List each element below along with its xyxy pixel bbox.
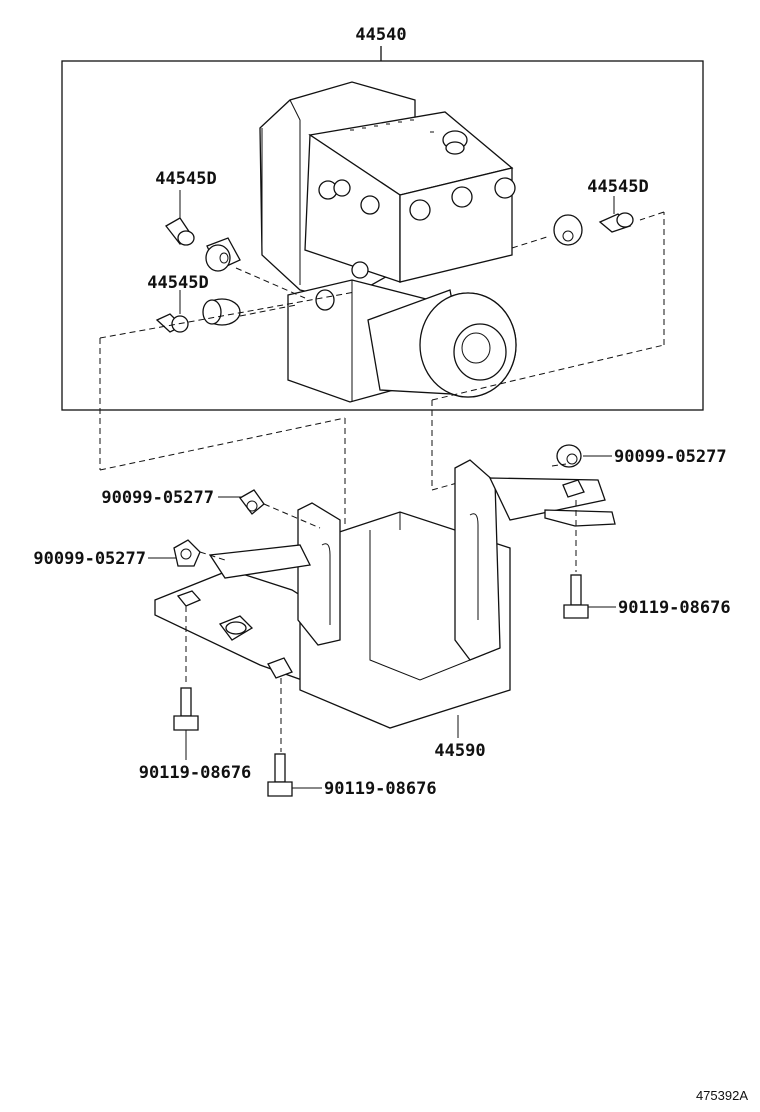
collar-bolt-lower-left [155,290,189,333]
cushion-right [553,214,583,246]
nut-left-upper [239,489,265,515]
label-nut-left-lower: 90099-05277 [33,549,146,569]
label-seal-upper-left: 44545D [155,169,216,189]
abs-actuator-body [259,81,517,403]
label-nut-right: 90099-05277 [614,447,727,467]
bracket-44590 [154,459,616,729]
label-actuator-assembly: 44540 [355,25,406,45]
cushion-upper-left [205,237,241,272]
assembly-frame [61,60,704,411]
bolt-left [173,687,199,731]
label-seal-right: 44545D [587,177,648,197]
cushion-lower-left [202,298,241,326]
collar-bolt-upper-left [165,190,195,246]
nut-right [556,444,582,468]
nut-left-lower [173,539,201,567]
label-bolt-center: 90119-08676 [324,779,437,799]
figure-id: 475392A [696,1088,748,1103]
collar-bolt-right [598,196,634,233]
label-nut-left-upper: 90099-05277 [101,488,214,508]
label-bolt-left: 90119-08676 [139,763,252,783]
bolt-center [267,753,293,797]
label-seal-lower-left: 44545D [147,273,208,293]
label-bolt-right: 90119-08676 [618,598,731,618]
bolt-right [563,574,589,619]
label-bracket: 44590 [434,741,485,761]
